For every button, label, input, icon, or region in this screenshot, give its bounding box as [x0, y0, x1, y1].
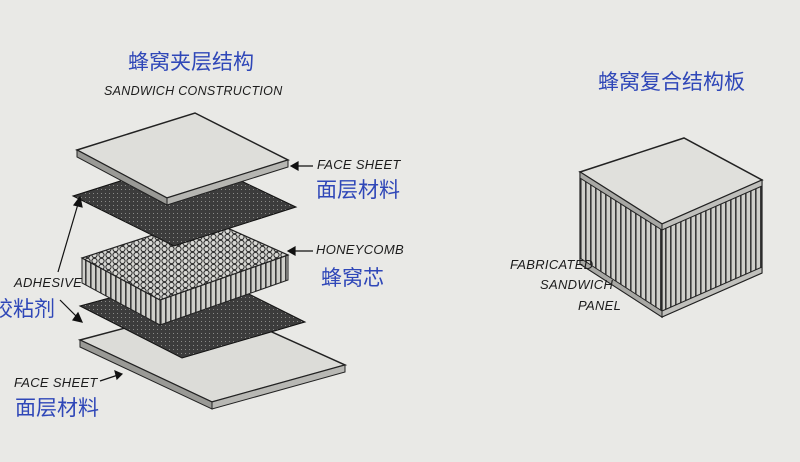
- left-title-en: SANDWICH CONSTRUCTION: [104, 84, 283, 98]
- fabricated-panel: [578, 137, 764, 319]
- panel-label-line1: FABRICATED: [510, 257, 594, 272]
- face-sheet-top-label-en: FACE SHEET: [317, 157, 401, 172]
- adhesive-label-cn: 胶粘剂: [0, 297, 55, 321]
- honeycomb-label-cn: 蜂窝芯: [321, 266, 384, 290]
- face-sheet-top-label-cn: 面层材料: [316, 178, 400, 202]
- face-sheet-bottom-label-cn: 面层材料: [15, 396, 99, 420]
- honeycomb-label-en: HONEYCOMB: [316, 242, 404, 257]
- panel-label-line2: SANDWICH: [540, 277, 614, 292]
- right-title-cn: 蜂窝复合结构板: [598, 70, 745, 94]
- top-face-sheet: [75, 112, 290, 206]
- left-title-cn: 蜂窝夹层结构: [128, 50, 254, 74]
- adhesive-label-en: ADHESIVE: [14, 275, 83, 290]
- honeycomb-core: [80, 217, 290, 326]
- panel-label-line3: PANEL: [578, 298, 622, 313]
- face-sheet-bottom-label-en: FACE SHEET: [14, 375, 98, 390]
